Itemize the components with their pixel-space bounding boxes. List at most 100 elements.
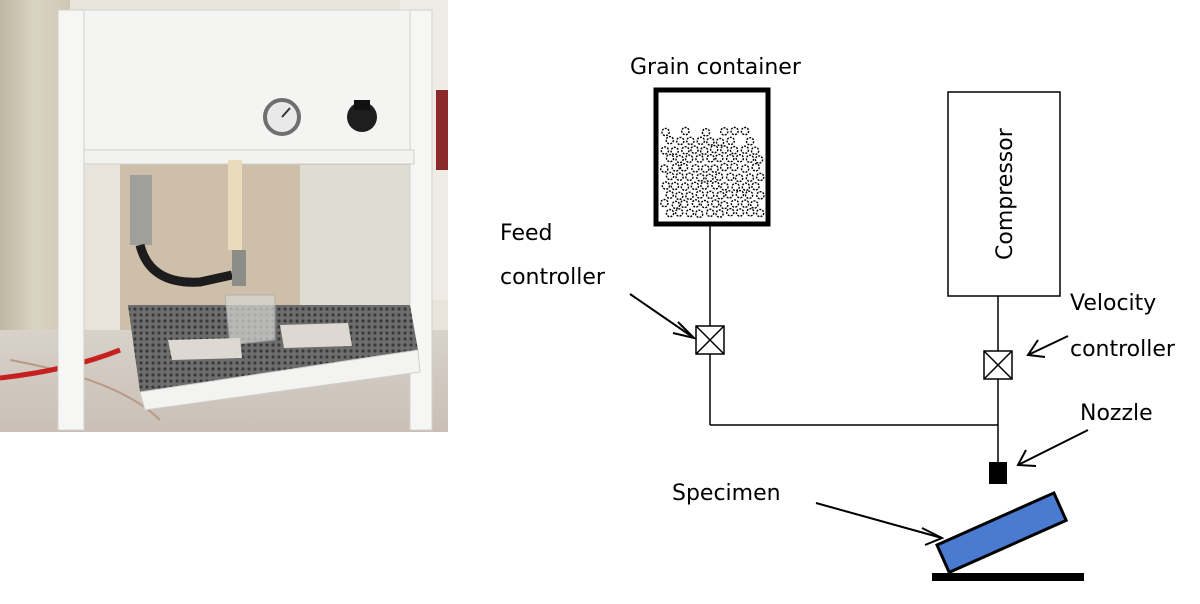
grain-particle [701,127,711,137]
grain-container-label: Grain container [630,55,802,80]
schematic-diagram: Grain container Compressor Feed controll… [448,0,1200,600]
apparatus-photo [0,0,448,432]
grain-particle [725,172,735,182]
grain-particle [685,191,694,201]
grain-particle [675,154,684,164]
feed-controller-valve-icon [695,325,725,355]
grain-particle [710,164,719,173]
grain-particle [745,136,755,146]
grain-particle [695,154,704,163]
grain-particle [659,164,669,173]
grain-particle [691,164,700,173]
grain-particle [665,171,675,181]
grain-particle [679,162,689,172]
grain-particle [665,208,675,218]
grain-particle [734,173,744,183]
grain-particle [706,153,715,163]
grain-particle [674,191,684,201]
grain-particle [711,180,720,190]
grain-particle [715,209,724,218]
nozzle-fitting [232,250,246,286]
grain-particle [729,162,739,172]
grain-particle [690,181,700,191]
frame-post-left [57,9,85,431]
red-item [436,90,448,170]
grain-particle [740,145,750,155]
schematic-svg: Grain container Compressor Feed controll… [500,55,1176,581]
grain-particle [750,146,760,156]
grain-particle [675,136,685,146]
grain-particle [749,200,759,209]
grain-particle [735,208,745,217]
grain-particle [755,208,765,218]
grain-particle [671,200,681,210]
grain-particle [755,172,765,182]
grain-particle [719,127,729,136]
grain-particle [665,153,675,163]
grain-particle [700,181,709,190]
grain-particle [700,164,710,173]
grain-particle [685,172,694,182]
nozzle-label: Nozzle [1080,401,1153,426]
grain-particle [744,190,754,200]
grain-particle [694,209,704,219]
grain-particle [715,137,725,147]
grain-particle [725,207,735,217]
grain-particle [714,172,724,181]
grain-particle [706,137,715,146]
grain-particle [716,190,725,200]
grain-particle [686,136,695,146]
grain-particle [695,190,705,199]
grain-particle [719,162,729,172]
grain-particle [730,199,740,208]
paper-sheet-1 [168,338,242,360]
grain-particle [705,173,714,183]
grain-particles [659,126,765,219]
compressor-label: Compressor [993,127,1018,260]
grain-particle [719,200,729,210]
specimen-base [932,573,1084,581]
grain-particle [661,127,670,137]
top-panel [59,9,431,161]
grain-particle [745,207,755,217]
grain-particle [665,135,675,145]
grain-particle [674,208,684,217]
grain-particle [660,146,670,155]
grain-particle [740,126,750,136]
grain-particle [665,190,674,199]
frame-post-right [409,9,433,431]
grain-particle [681,145,690,155]
grain-particle [684,154,694,163]
velocity-controller-label-line2: controller [1070,337,1176,362]
specimen-holder [224,294,276,346]
grain-particle [729,145,739,155]
grain-particle [754,155,764,164]
feed-controller-label-line1: Feed [500,221,553,246]
feed-arrow-icon [629,293,698,340]
grain-particle [661,181,671,190]
velocity-controller-valve-icon [983,350,1013,380]
feed-tube [228,160,242,250]
grain-particle [726,136,736,146]
grain-particle [670,146,679,156]
grain-particle [696,136,706,146]
frame-crossbar-bottom [139,349,421,411]
grain-particle [685,208,695,218]
specimen-arrow-icon [815,502,945,546]
floor-vein [9,359,161,421]
grain-particle [660,198,669,208]
grain-particle [720,182,729,191]
grain-particle [751,181,760,191]
grain-particle [740,199,750,208]
grain-particle [670,181,680,191]
grain-particle [710,199,720,208]
grain-particle [679,199,689,209]
grain-particle [696,173,705,182]
grain-particle [745,173,755,182]
grain-particle [745,154,755,164]
grain-particle [725,153,735,163]
grain-particle [709,144,719,154]
nozzle-icon [989,462,1007,484]
grain-particle [699,146,709,156]
velocity-controller-label-line1: Velocity [1070,291,1156,316]
